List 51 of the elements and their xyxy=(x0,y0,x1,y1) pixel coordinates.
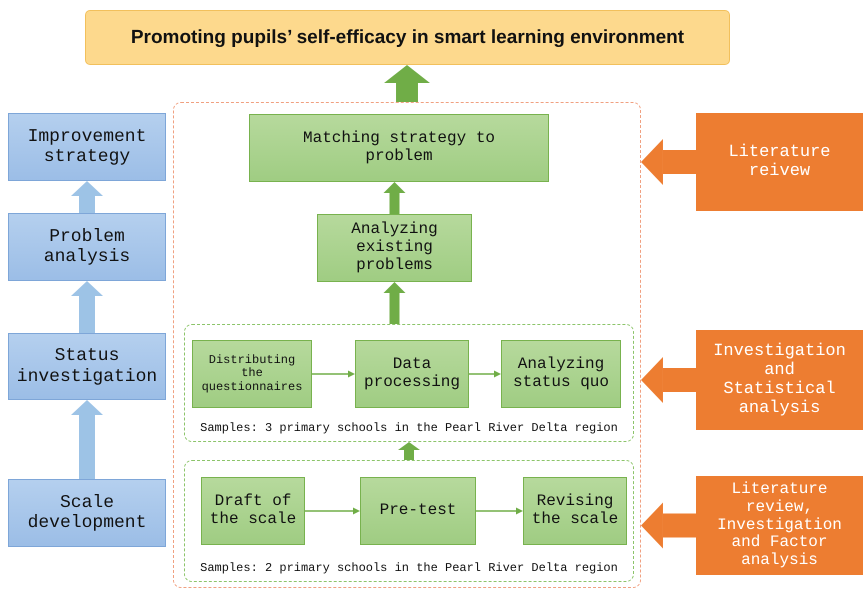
block-arrow xyxy=(398,442,420,460)
node-label: Data processing xyxy=(362,356,461,392)
node-label: Pre-test xyxy=(380,502,456,520)
arrow xyxy=(312,370,355,378)
node-label: Literature reivew xyxy=(727,142,832,182)
stage-box xyxy=(8,213,166,281)
node-label: Revising the scale xyxy=(530,493,620,529)
block-arrow xyxy=(384,65,430,102)
stage-box xyxy=(8,113,166,181)
process-box xyxy=(501,340,621,408)
node-label: Literature review, Investigation and Factor analysis xyxy=(716,480,843,570)
node-label: Analyzing status quo xyxy=(512,356,610,392)
method-block xyxy=(696,330,863,430)
stage-box xyxy=(8,479,166,547)
process-box xyxy=(317,214,472,282)
block-arrow xyxy=(71,281,103,333)
method-block xyxy=(696,113,863,211)
block-arrow xyxy=(384,182,406,214)
node-label: Scale development xyxy=(26,492,148,534)
block-arrow xyxy=(641,502,696,548)
method-block xyxy=(696,476,863,575)
node-label: Promoting pupils’ self-efficacy in smart learning environment xyxy=(130,26,684,48)
block-arrow xyxy=(384,282,406,324)
process-box xyxy=(201,477,305,545)
node-label: Matching strategy to problem xyxy=(302,130,496,166)
block-arrow xyxy=(71,181,103,213)
arrow xyxy=(305,508,360,514)
stage-box xyxy=(8,333,166,400)
node-label: Distributing the questionnaires xyxy=(200,354,304,394)
process-box xyxy=(523,477,627,545)
block-arrow xyxy=(641,357,696,403)
process-box xyxy=(249,114,549,182)
node-label: Draft of the scale xyxy=(208,493,298,529)
node-label: Analyzing existing problems xyxy=(350,221,439,275)
node-label: Investigation and Statistical analysis xyxy=(712,342,847,418)
sample-note: Samples: 2 primary schools in the Pearl River Delta region xyxy=(200,562,618,575)
process-box xyxy=(355,340,469,408)
node-label: Problem analysis xyxy=(42,226,132,268)
process-box xyxy=(192,340,312,408)
block-arrow xyxy=(71,400,103,479)
node-label: Improvement strategy xyxy=(26,126,148,168)
research-frame xyxy=(173,102,641,588)
sample-group-frame xyxy=(184,324,634,442)
block-arrow xyxy=(641,139,696,185)
arrow xyxy=(476,508,523,514)
sample-note: Samples: 3 primary schools in the Pearl River Delta region xyxy=(200,422,618,435)
process-box xyxy=(360,477,476,545)
goal-banner xyxy=(85,10,730,65)
sample-group-frame xyxy=(184,460,634,582)
node-label: Status investigation xyxy=(16,346,158,387)
arrow xyxy=(469,370,501,378)
